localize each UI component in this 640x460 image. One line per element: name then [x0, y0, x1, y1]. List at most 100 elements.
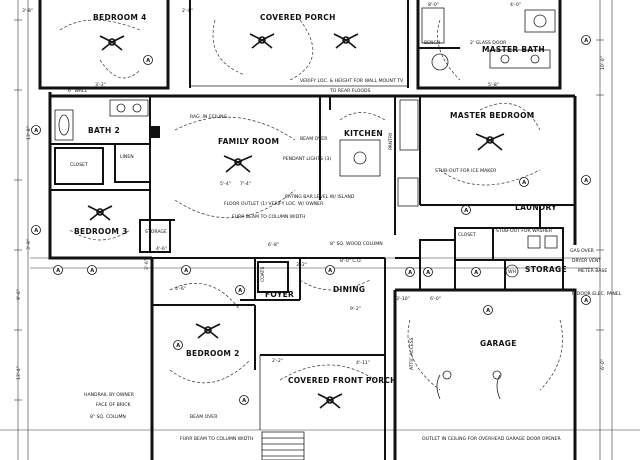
marker-a: A: [408, 270, 412, 276]
marker-a: A: [584, 178, 588, 184]
dimension-text: 4'-11": [356, 360, 370, 366]
marker-a: A: [584, 38, 588, 44]
room-label-family-room: FAMILY ROOM: [218, 137, 279, 146]
room-label-bedroom2: BEDROOM 2: [186, 349, 240, 358]
fan-icon: [99, 35, 125, 51]
marker-a: A: [486, 308, 490, 314]
room-label-closet2: CLOSET: [458, 232, 476, 238]
room-label-kitchen: KITCHEN: [344, 129, 383, 138]
note-face-of-brick: FACE OF BRICK: [96, 402, 131, 408]
fan-icon: [475, 133, 505, 151]
marker-a: A: [328, 268, 332, 274]
fan-icon: [249, 33, 275, 49]
dimension-text: 13'-8": [26, 126, 32, 140]
dimension-text: 3'-9": [26, 239, 32, 250]
dimension-text: 5'-4": [220, 181, 231, 187]
note-outlet-ceiling: OUTLET IN CEILING FOR OVERHEAD GARAGE DO…: [422, 436, 562, 442]
room-labels: BEDROOM 4 COVERED PORCH MASTER BATH BATH…: [70, 13, 567, 385]
dimension-text: 3'-8": [22, 8, 33, 14]
room-label-dining: DINING: [333, 285, 365, 294]
dimension-text: 7'-4": [240, 181, 251, 187]
fixtures: [54, 7, 558, 400]
note-beam-over: BEAM OVER: [300, 136, 328, 142]
room-label-bedroom3: BEDROOM 3: [74, 227, 128, 236]
room-label-linen: LINEN: [120, 154, 134, 160]
note-stub-out-ice: STUB-OUT FOR ICE MAKER: [435, 168, 497, 174]
marker-a: A: [146, 58, 150, 64]
room-label-laundry: LAUNDRY: [515, 203, 557, 212]
dimension-text: 3'-2": [296, 262, 307, 268]
dimension-text: 13'-4": [16, 366, 22, 380]
ceiling-fans: [87, 33, 505, 409]
electrical-wiring: [59, 19, 563, 391]
section-markers: A A A A A A A A A A A A A A A A A A A: [31, 35, 591, 405]
fan-icon: [333, 33, 359, 49]
marker-a: A: [584, 298, 588, 304]
marker-a: A: [34, 228, 38, 234]
dimension-text: 8'-0": [428, 2, 439, 8]
note-wood-column: 8" SQ. WOOD COLUMN: [330, 241, 383, 247]
dimension-text: 6'-0": [600, 359, 606, 370]
room-label-bench: BENCH: [424, 40, 440, 46]
room-label-covered-front-porch: COVERED FRONT PORCH: [288, 376, 397, 385]
room-label-storage-small: STORAGE: [145, 229, 167, 235]
marker-a: A: [56, 268, 60, 274]
marker-a: A: [464, 208, 468, 214]
note-furr-beam: FURR BEAM TO COLUMN WIDTH: [232, 214, 305, 220]
dimension-text: 3'-10": [396, 296, 410, 302]
note-stub-out-washer: STUB-OUT FOR WASHER: [496, 228, 553, 234]
dimension-texts: 3'-8" 2'-0" 8'-0" 4'-0" 3'-2" 5'-8" 13'-…: [16, 2, 606, 380]
dimension-text: 5'-8": [488, 82, 499, 88]
note-handrail: HANDRAIL BY OWNER: [84, 392, 135, 398]
dimension-text: 2'-2": [272, 358, 283, 364]
marker-a: A: [184, 268, 188, 274]
note-rear-floods: TO REAR FLOODS: [329, 88, 371, 94]
fan-icon: [195, 323, 221, 339]
room-label-wh: WH: [508, 269, 516, 275]
dimension-text: 9'-6": [16, 289, 22, 300]
note-floor-outlet: FLOOR OUTLET (1) VERIFY LOC. W/ OWNER: [224, 201, 324, 207]
room-label-master-bedroom: MASTER BEDROOM: [450, 111, 535, 120]
marker-a: A: [34, 128, 38, 134]
note-attic-access: ATTIC ACCESS: [409, 337, 415, 370]
dimension-text: 6'-8": [268, 242, 279, 248]
note-co: 8'-0" C.O.: [340, 258, 362, 264]
dimension-text: 10'-0": [600, 56, 606, 70]
note-beam-over2: BEAM OVER: [190, 414, 218, 420]
marker-a: A: [238, 288, 242, 294]
dimension-text: 4'-0": [510, 2, 521, 8]
room-label-master-bath: MASTER BATH: [482, 45, 545, 54]
note-glass-door: 2' GLASS DOOR: [470, 40, 507, 46]
marker-a: A: [426, 270, 430, 276]
walls: [38, 0, 577, 460]
note-sq-column: 8" SQ. COLUMN: [90, 414, 126, 420]
room-label-storage: STORAGE: [525, 265, 567, 274]
dimension-text: 9'-2": [350, 306, 361, 312]
fan-icon: [87, 205, 113, 221]
plan-notes: 2' GLASS DOOR VERIFY LOC. & HEIGHT FOR W…: [68, 40, 622, 442]
dimension-text: 6'-0": [430, 296, 441, 302]
dimension-text: 2'-0": [182, 8, 193, 14]
marker-a: A: [242, 398, 246, 404]
dimension-text: 3'-6": [144, 259, 150, 270]
marker-a: A: [90, 268, 94, 274]
room-label-garage: GARAGE: [480, 339, 517, 348]
marker-a: A: [522, 180, 526, 186]
note-meter-base: METER BASE: [578, 268, 607, 274]
note-indoor-panel: INDOOR ELEC. PANEL: [572, 291, 622, 297]
room-label-closet: CLOSET: [70, 162, 88, 168]
marker-a: A: [176, 343, 180, 349]
room-label-bath2: BATH 2: [88, 126, 120, 135]
note-furr-beam2: FURR BEAM TO COLUMN WIDTH: [180, 436, 253, 442]
dimension-text: 4'-6": [156, 246, 167, 252]
room-label-foyer: FOYER: [265, 290, 294, 299]
note-pendant-lights: PENDANT LIGHTS (3): [283, 156, 331, 162]
note-dryer-vent: DRYER VENT: [572, 258, 601, 264]
marker-a: A: [474, 270, 478, 276]
note-gas-over: GAS OVER: [570, 248, 595, 254]
room-label-coats: COATS: [260, 267, 266, 282]
fan-icon: [317, 393, 343, 409]
note-rag-ceiling: RAG. IN CEILING: [190, 114, 228, 120]
